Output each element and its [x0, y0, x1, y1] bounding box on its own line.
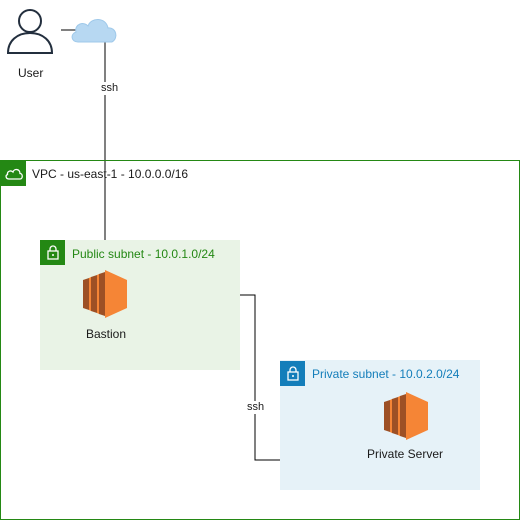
- private-subnet-label: Private subnet - 10.0.2.0/24: [312, 367, 460, 381]
- lock-icon: [280, 361, 305, 386]
- public-subnet-group[interactable]: [40, 240, 240, 370]
- public-subnet-label: Public subnet - 10.0.1.0/24: [72, 247, 215, 261]
- vpc-label: VPC - us-east-1 - 10.0.0.0/16: [32, 167, 189, 181]
- vpc-group[interactable]: [0, 160, 520, 520]
- lock-icon: [40, 240, 65, 265]
- private-subnet-group[interactable]: [280, 360, 480, 490]
- edge-label-bastion-private: ssh: [246, 401, 266, 414]
- ec2-instance-icon[interactable]: [384, 392, 428, 440]
- user-label: User: [18, 66, 44, 80]
- edge-label-user-bastion: ssh: [100, 82, 120, 95]
- ec2-instance-icon[interactable]: [83, 270, 127, 318]
- bastion-label: Bastion: [86, 327, 127, 341]
- user-icon[interactable]: [5, 5, 55, 55]
- private-server-label: Private Server: [367, 447, 444, 461]
- cloud-icon[interactable]: [68, 14, 120, 46]
- vpc-cloud-icon: [1, 161, 26, 186]
